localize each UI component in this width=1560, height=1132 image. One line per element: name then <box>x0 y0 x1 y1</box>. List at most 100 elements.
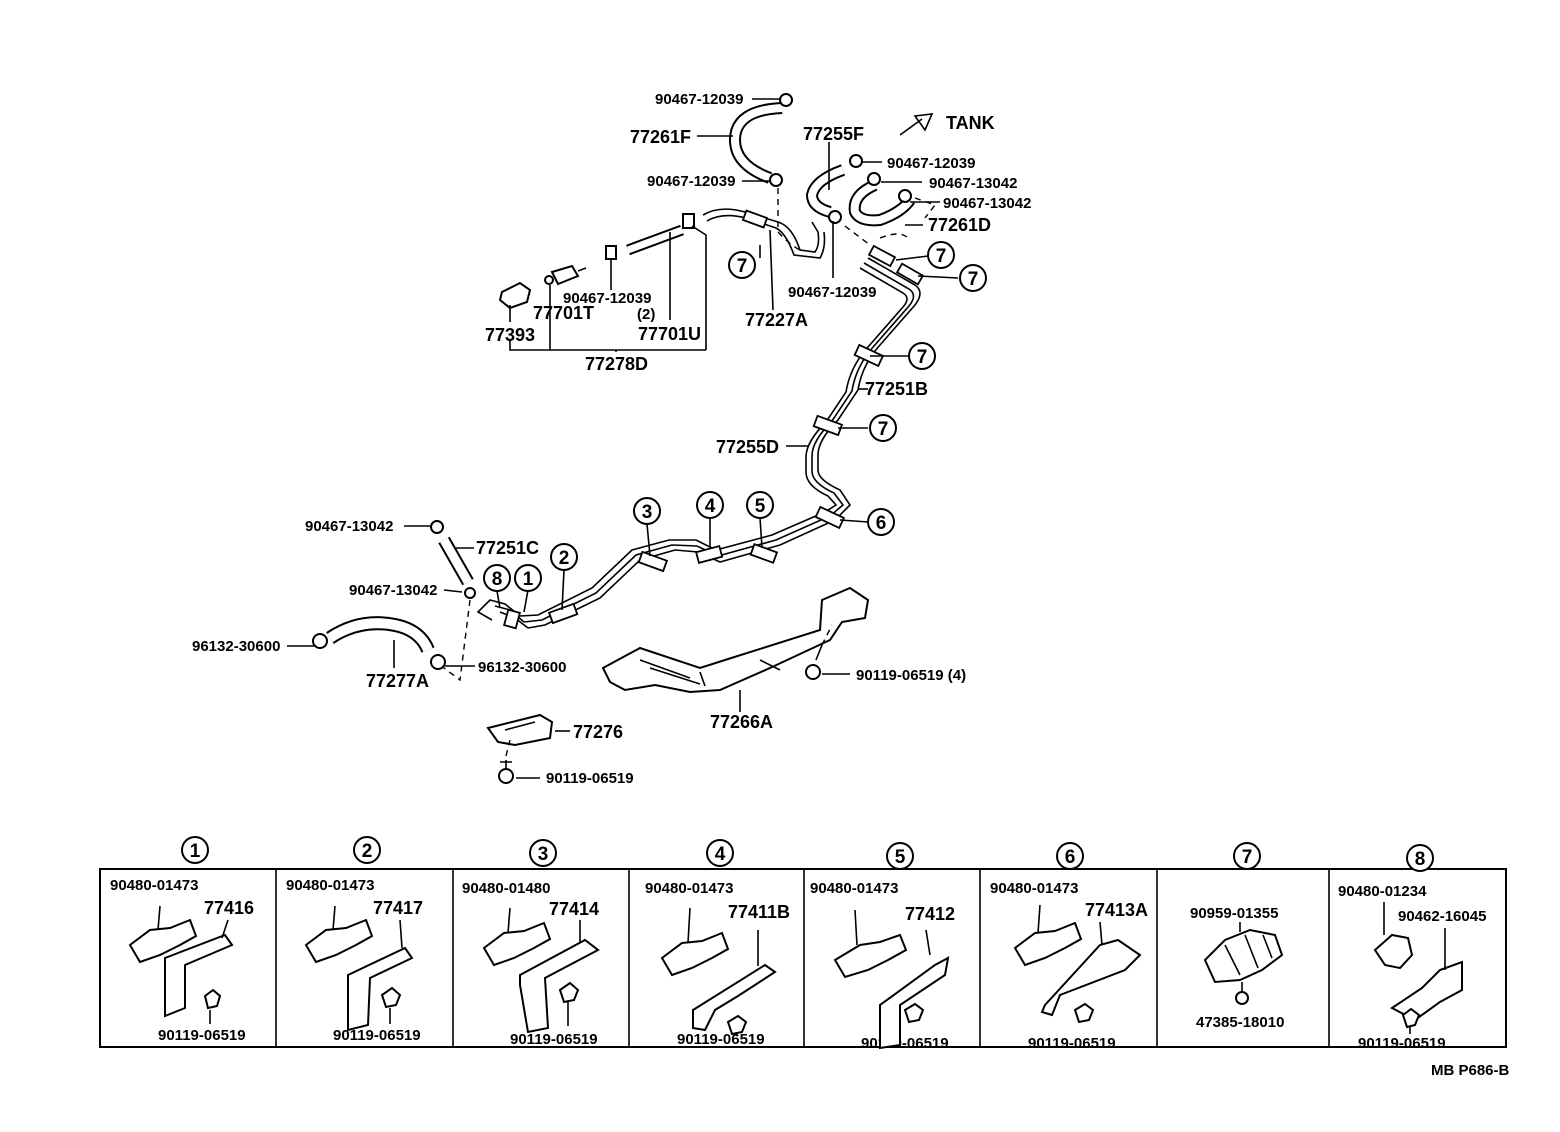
svg-text:7: 7 <box>737 256 748 277</box>
bracket-icon <box>1390 960 1463 1022</box>
legend-bracket-part: 77413A <box>1085 900 1148 920</box>
callout-2: 2 <box>550 543 578 571</box>
clamp-icon <box>660 931 730 977</box>
leader-lines <box>287 98 959 779</box>
clamp-legend-table: 1 90480-01473 77416 90119-06519 2 90480-… <box>99 836 1507 1052</box>
bolt-icon <box>498 760 514 784</box>
legend-clamp-part: 90480-01473 <box>645 880 733 897</box>
callout-8: 8 <box>483 564 511 592</box>
pipe-end-hooks <box>476 599 529 629</box>
bolt-icon <box>903 1002 925 1024</box>
svg-text:7: 7 <box>968 269 979 290</box>
pipe-clamp <box>637 550 669 573</box>
part-label: 90467-12039 <box>655 91 743 108</box>
legend-number: 2 <box>362 841 373 862</box>
part-label: 77255F <box>803 124 864 144</box>
legend-clamp-part: 90480-01473 <box>810 880 898 897</box>
svg-text:7: 7 <box>936 246 947 267</box>
hoses-and-fittings <box>312 93 937 784</box>
hose-77277a-inner <box>327 618 433 653</box>
legend-number: 4 <box>715 844 726 865</box>
legend-bracket-part: 77414 <box>549 899 599 919</box>
part-label: 90119-06519 <box>546 770 634 787</box>
valve-end-icon <box>544 275 554 285</box>
bracket-icon <box>1040 938 1142 1017</box>
bolt-icon <box>805 644 823 680</box>
dashed-connection <box>505 624 833 757</box>
main-fuel-pipe-bundle <box>476 208 921 629</box>
part-labels: 90467-12039 77261F 90467-12039 77255F 90… <box>192 91 1031 787</box>
hose-clamp-icon <box>430 654 446 670</box>
bracket-icon <box>692 963 777 1032</box>
svg-text:3: 3 <box>642 502 653 523</box>
legend-number: 8 <box>1415 849 1426 870</box>
clamp-icon <box>1373 933 1414 970</box>
hose-clamp-icon <box>605 245 617 260</box>
legend-cell-2: 2 90480-01473 77417 90119-06519 <box>286 836 423 1044</box>
bracket-icon <box>164 933 234 1018</box>
bracket-icon <box>347 946 414 1032</box>
clamp-icon <box>304 918 374 964</box>
svg-text:4: 4 <box>705 496 716 517</box>
bracket-icon <box>519 938 600 1034</box>
clamp-icon <box>128 918 198 964</box>
svg-text:6: 6 <box>876 513 887 534</box>
legend-cell-8: 8 90480-01234 90462-16045 90119-06519 <box>1338 844 1486 1052</box>
callout-7-b: 7 <box>927 241 955 269</box>
part-label: 77701T <box>533 303 594 323</box>
callout-6: 6 <box>867 508 895 536</box>
hose-77701u-inner <box>626 226 684 254</box>
hose-clamp-icon <box>430 520 444 534</box>
svg-text:8: 8 <box>492 569 503 590</box>
callout-5: 5 <box>746 491 774 519</box>
fuel-pipe-line-b <box>523 262 915 623</box>
fuel-pipe-line-c <box>519 267 908 617</box>
callout-7-a: 7 <box>728 251 756 279</box>
legend-bolt-part: 90119-06519 <box>333 1027 421 1044</box>
tank-label: TANK <box>946 113 995 133</box>
clamp-icon <box>1203 928 1284 984</box>
legend-cell-1: 1 90480-01473 77416 90119-06519 <box>110 836 254 1044</box>
legend-bracket-part: 90462-16045 <box>1398 908 1486 925</box>
pipe-clamp <box>814 505 846 530</box>
bracket-77276-icon <box>486 713 554 747</box>
legend-bolt-part: 90119-06519 <box>677 1031 765 1048</box>
part-label: 77261F <box>630 127 691 147</box>
legend-cell-5: 5 90480-01473 77412 90119-06519 <box>810 842 955 1052</box>
bracket-77266a-icon <box>601 586 870 694</box>
callout-4: 4 <box>696 491 724 519</box>
legend-cell-6: 6 90480-01473 77413A 90119-06519 <box>990 842 1148 1052</box>
hose-77261f-inner <box>730 104 783 182</box>
part-label: 77277A <box>366 671 429 691</box>
bolt-icon <box>1401 1007 1421 1029</box>
part-label: 96132-30600 <box>478 659 566 676</box>
legend-bolt-part: 47385-18010 <box>1196 1014 1284 1031</box>
legend-clamp-part: 90480-01234 <box>1338 883 1427 900</box>
hose-77261d-inner <box>850 181 914 225</box>
part-label: 77276 <box>573 722 623 742</box>
legend-bolt-part: 90119-06519 <box>1358 1035 1446 1052</box>
pipe-clamp <box>812 414 844 437</box>
callout-7-d: 7 <box>908 342 936 370</box>
part-label: 96132-30600 <box>192 638 280 655</box>
part-label: 90467-13042 <box>349 582 437 599</box>
legend-clamp-part: 90959-01355 <box>1190 905 1278 922</box>
part-label: 77251C <box>476 538 539 558</box>
bolt-icon <box>726 1014 748 1036</box>
legend-bolt-part: 90119-06519 <box>1028 1035 1116 1052</box>
pipe-clamps <box>503 209 925 630</box>
part-label: 90467-12039 <box>647 173 735 190</box>
legend-clamp-part: 90480-01480 <box>462 880 550 897</box>
tank-arrow-icon <box>899 113 934 136</box>
legend-number: 6 <box>1065 847 1076 868</box>
hose-clamp-icon <box>769 173 783 187</box>
part-label: 90119-06519 (4) <box>856 667 966 684</box>
part-label: 77261D <box>928 215 991 235</box>
legend-bolt-part: 90119-06519 <box>510 1031 598 1048</box>
svg-text:5: 5 <box>755 496 766 517</box>
bracket-detail <box>504 721 536 731</box>
clamp-icon <box>1013 921 1083 967</box>
legend-clamp-part: 90480-01473 <box>990 880 1078 897</box>
part-label: 90467-12039 <box>887 155 975 172</box>
pipe-clamp <box>503 608 521 630</box>
